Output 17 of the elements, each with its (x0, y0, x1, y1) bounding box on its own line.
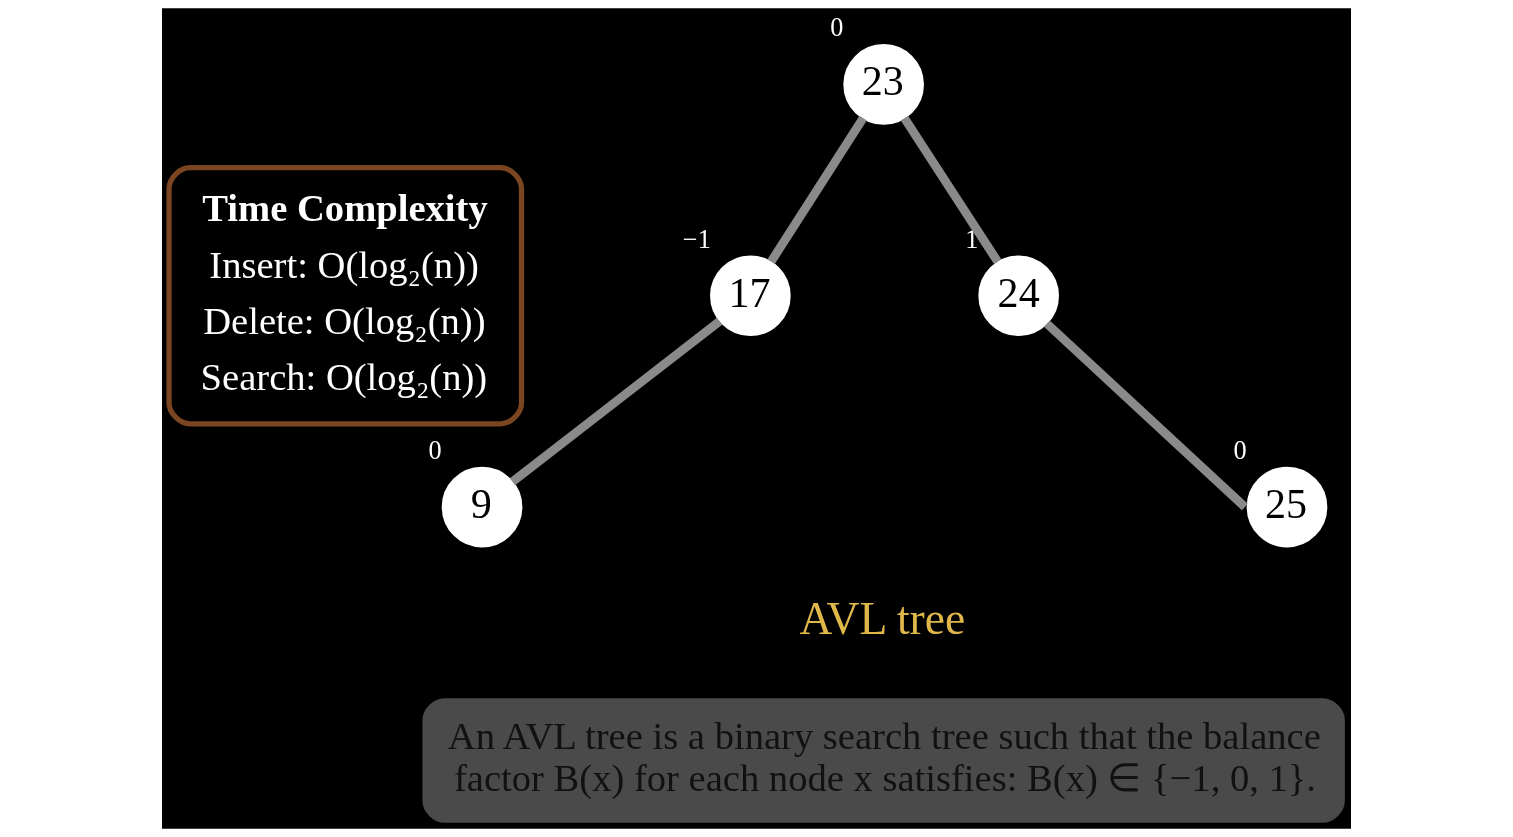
node-box: Time Complexity Insert: O(log₂(n)) Delete: O(log₂(n)) Search: O(log₂(n)) (166, 165, 525, 427)
node-label: 0 (830, 13, 844, 43)
node-label: 0 (1233, 435, 1247, 465)
label: AVL tree (799, 592, 966, 644)
connector (767, 115, 867, 264)
node-circle: 23 (843, 44, 924, 125)
node-circle: 17 (710, 255, 791, 337)
node-circle: 9 (441, 466, 523, 548)
connector (900, 115, 1002, 264)
connector (1043, 320, 1248, 511)
node-box: An AVL tree is a binary search tree such that the balance factor B(x) for each node x satisfies: B(x) ∈ {−1, 0, 1}. (422, 698, 1345, 823)
node-circle: 24 (978, 255, 1059, 337)
node-label: 1 (965, 224, 979, 254)
connector (509, 317, 723, 486)
node-circle: 25 (1246, 466, 1328, 548)
node-label: −1 (682, 224, 711, 254)
node-label: 0 (428, 435, 442, 465)
